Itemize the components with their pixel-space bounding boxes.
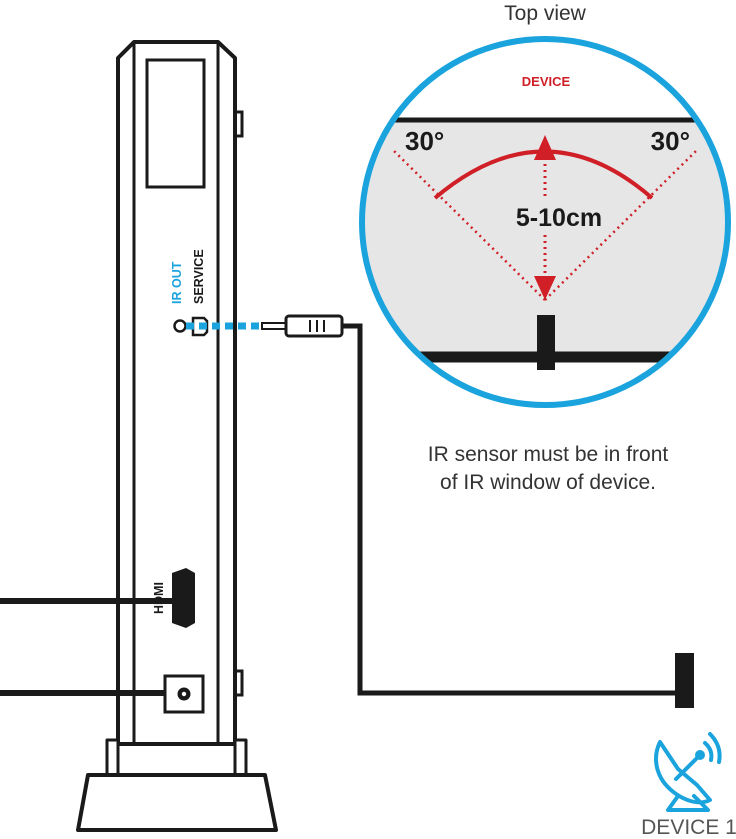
ir-receiver-sensor (537, 315, 555, 370)
ir-receiver-device1 (675, 653, 694, 708)
device-label: DEVICE (522, 74, 571, 89)
box-stand (76, 738, 278, 832)
ir-extension-cable (342, 323, 676, 696)
ir-jack-plug (261, 314, 344, 338)
service-label: SERVICE (192, 249, 206, 304)
satellite-dish-icon (654, 732, 722, 812)
distance-arrowhead-up (534, 135, 556, 160)
angle-label-left: 30° (405, 126, 444, 156)
ir-out-label: IR OUT (170, 261, 184, 304)
angle-label-right: 30° (651, 126, 690, 156)
distance-label: 5-10cm (516, 204, 602, 232)
hdmi-port[interactable] (172, 568, 195, 628)
set-top-box (116, 40, 244, 746)
top-view-magnifier: DEVICE 30° 30° 5-10cm (359, 36, 731, 408)
caption-line-2: of IR window of device. (440, 471, 656, 494)
distance-arrowhead-down (534, 276, 556, 300)
top-view-label: Top view (504, 2, 587, 25)
front-display-window (145, 58, 206, 189)
caption-line-1: IR sensor must be in front (428, 443, 669, 466)
ir-out-port[interactable] (173, 319, 187, 333)
device1-label: DEVICE 1 (641, 816, 736, 839)
